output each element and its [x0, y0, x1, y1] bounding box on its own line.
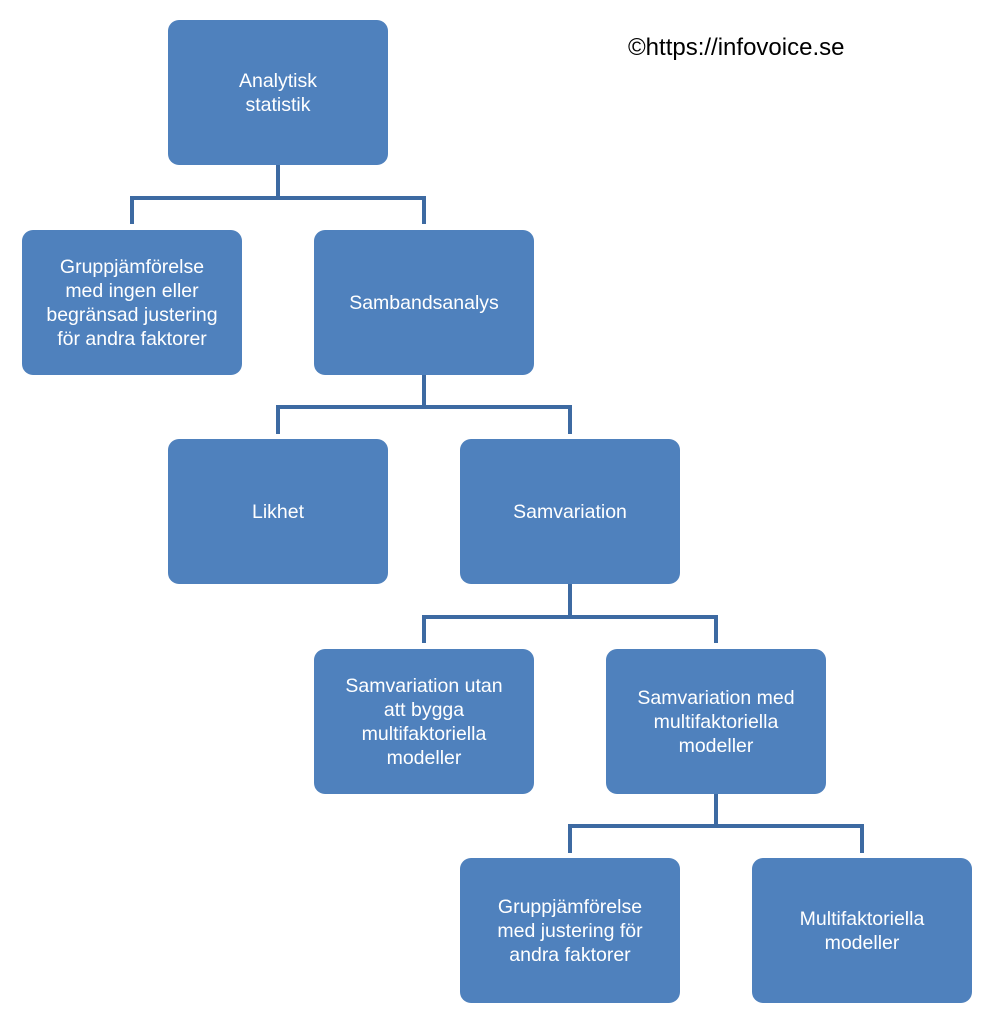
node-analytisk-statistik[interactable]: Analytisk statistik — [168, 20, 388, 165]
node-sambandsanalys[interactable]: Sambandsanalys — [314, 230, 534, 375]
node-label: Samvariation utan att bygga multifaktori… — [345, 674, 503, 769]
node-samvariation-utan[interactable]: Samvariation utan att bygga multifaktori… — [314, 649, 534, 794]
node-label: Samvariation — [513, 500, 627, 523]
connector-sambandsanalys-branch — [276, 405, 572, 434]
node-label: Samvariation med multifaktoriella modell… — [637, 686, 795, 757]
node-label: Multifaktoriella modeller — [799, 907, 925, 954]
node-likhet[interactable]: Likhet — [168, 439, 388, 584]
node-gruppjamforelse-justering[interactable]: Gruppjämförelse med justering för andra … — [460, 858, 680, 1003]
connector-samvariation-branch — [422, 615, 718, 643]
node-label: Gruppjämförelse med ingen eller begränsa… — [46, 255, 218, 350]
node-samvariation[interactable]: Samvariation — [460, 439, 680, 584]
node-multifaktoriella-modeller[interactable]: Multifaktoriella modeller — [752, 858, 972, 1003]
connector-samvariation-med-branch — [568, 824, 864, 853]
node-label: Likhet — [251, 500, 305, 523]
node-gruppjamforelse-begransad[interactable]: Gruppjämförelse med ingen eller begränsa… — [22, 230, 242, 375]
connector-root-branch — [130, 196, 426, 224]
node-label: Gruppjämförelse med justering för andra … — [497, 895, 643, 966]
copyright-text: ©https://infovoice.se — [628, 34, 845, 61]
node-label: Analytisk statistik — [238, 69, 318, 116]
node-label: Sambandsanalys — [349, 291, 499, 314]
node-samvariation-med[interactable]: Samvariation med multifaktoriella modell… — [606, 649, 826, 794]
